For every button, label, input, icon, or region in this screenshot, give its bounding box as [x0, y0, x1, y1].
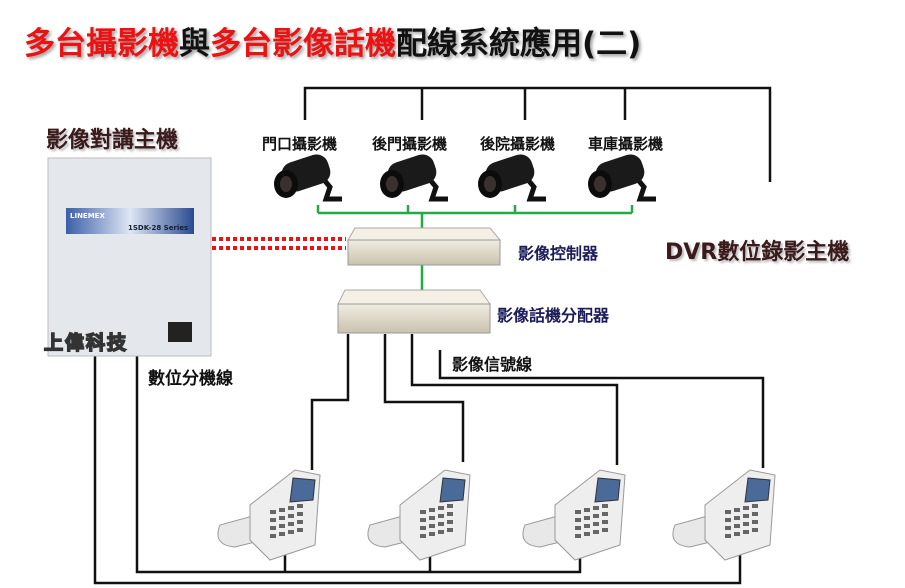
video-phone-icon — [522, 469, 626, 561]
brand-logo: 上偉科技 — [43, 331, 129, 355]
video-phone-icon — [367, 469, 471, 561]
camera-bus — [316, 205, 634, 292]
video-phone-icon — [672, 469, 776, 561]
controller-box — [347, 227, 502, 266]
camera-icon — [478, 154, 546, 202]
panel-brand: LINEMEX — [70, 212, 105, 220]
camera-icon — [380, 154, 448, 202]
dvr-label: DVR數位錄影主機 — [665, 240, 850, 265]
extension-line-label: 數位分機線 — [148, 369, 233, 389]
camera-label: 車庫攝影機 — [588, 135, 664, 153]
controller-label: 影像控制器 — [518, 244, 599, 263]
dvr-wiring — [303, 86, 772, 182]
dotted-link — [212, 237, 346, 250]
main-unit-box — [47, 157, 212, 357]
camera-icon — [588, 154, 656, 202]
camera-label: 後門攝影機 — [372, 135, 448, 153]
page-title: 多台攝影機與多台影像話機配線系統應用(二) — [24, 26, 642, 62]
panel-model: 1SDK-28 Series — [128, 224, 189, 232]
cameras — [274, 154, 656, 202]
video-signal-wiring — [310, 334, 765, 470]
distributor-label: 影像話機分配器 — [497, 306, 610, 325]
distributor-box — [337, 289, 491, 334]
camera-label: 門口攝影機 — [262, 135, 338, 153]
video-phone-icon — [217, 469, 321, 561]
phones — [217, 469, 776, 561]
video-signal-label: 影像信號線 — [452, 355, 533, 374]
main-unit-label: 影像對講主機 — [46, 128, 179, 153]
camera-label: 後院攝影機 — [480, 135, 556, 153]
camera-icon — [274, 154, 342, 202]
